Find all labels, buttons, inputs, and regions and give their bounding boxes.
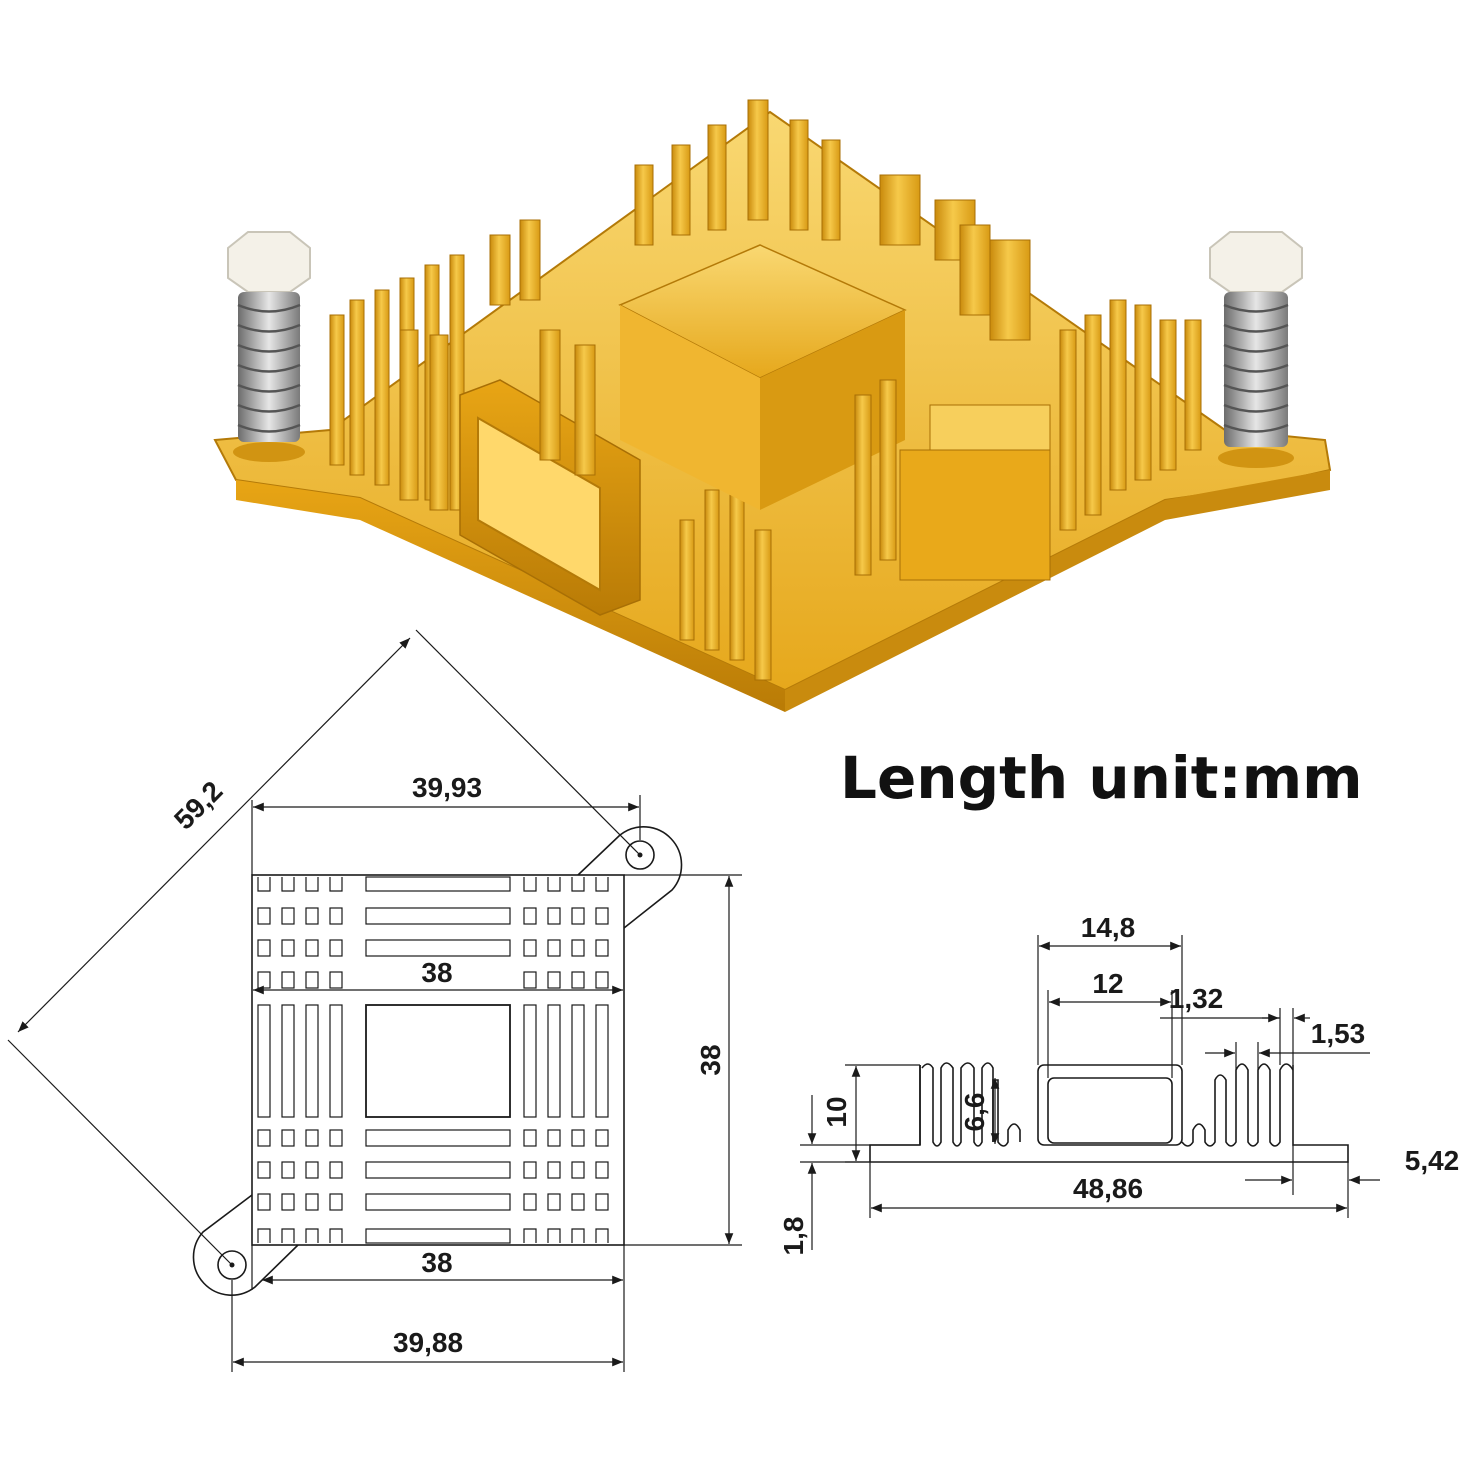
heatsink-base-right (785, 470, 1330, 712)
dim-inner-bottom: 38 (251, 1245, 625, 1290)
length-unit-label: Length unit:mm (840, 744, 1363, 812)
heatsink-photo (213, 99, 1332, 712)
dim-base-thickness: 1,8 (778, 1095, 920, 1255)
dim-inner-bottom-label: 38 (421, 1247, 452, 1278)
dim-inner-width: 12 (1047, 968, 1173, 1078)
dim-center-height-label: 6,6 (959, 1093, 990, 1132)
dim-base-length-label: 48,86 (1073, 1173, 1143, 1204)
fin-frame-front (459, 329, 641, 616)
dim-fin-height-label: 10 (821, 1096, 852, 1127)
dim-block-width: 14,8 (1037, 912, 1183, 1065)
dim-diagonal-label: 59,2 (168, 775, 228, 835)
top-view-drawing: 59,2 39,93 38 38 38 (7, 629, 742, 1372)
top-view-body (251, 874, 625, 1246)
dim-inner-top: 38 (253, 957, 623, 995)
dim-fin-thickness: 1,53 (1205, 1018, 1370, 1070)
dim-fin-gap-label: 1,32 (1169, 983, 1224, 1014)
dim-inner-width-label: 12 (1092, 968, 1123, 999)
fin-field-right (854, 224, 1202, 581)
dim-base-thickness-label: 1,8 (778, 1217, 809, 1256)
dim-base-length: 48,86 (869, 1162, 1349, 1218)
dim-flange: 5,42 (1245, 1145, 1459, 1195)
fin-field-left (329, 254, 772, 681)
dim-hole-span-top-label: 39,93 (412, 772, 482, 803)
dim-fin-thickness-label: 1,53 (1311, 1018, 1366, 1049)
mounting-pin-right (1209, 231, 1303, 468)
mounting-pin-left (227, 231, 311, 462)
dim-height-label: 38 (695, 1044, 726, 1075)
dim-block-width-label: 14,8 (1081, 912, 1136, 943)
side-view-fins-right (1181, 1063, 1294, 1147)
dim-flange-label: 5,42 (1405, 1145, 1460, 1176)
dim-hole-span-bottom-label: 39,88 (393, 1327, 463, 1358)
dim-center-height: 6,6 (959, 1078, 1000, 1144)
side-view-drawing: 14,8 12 1,32 1,53 (778, 912, 1459, 1255)
center-block (618, 244, 907, 510)
dim-inner-top-label: 38 (421, 957, 452, 988)
dim-height: 38 (624, 874, 742, 1246)
heatsink-base-front (236, 480, 785, 712)
dim-fin-gap: 1,32 (1160, 983, 1310, 1065)
dim-diagonal: 59,2 (7, 629, 641, 1266)
top-view-fin-grid (257, 876, 609, 1244)
dim-hole-span-top: 39,93 (251, 772, 641, 875)
dim-hole-span-bottom: 39,88 (231, 1280, 625, 1372)
